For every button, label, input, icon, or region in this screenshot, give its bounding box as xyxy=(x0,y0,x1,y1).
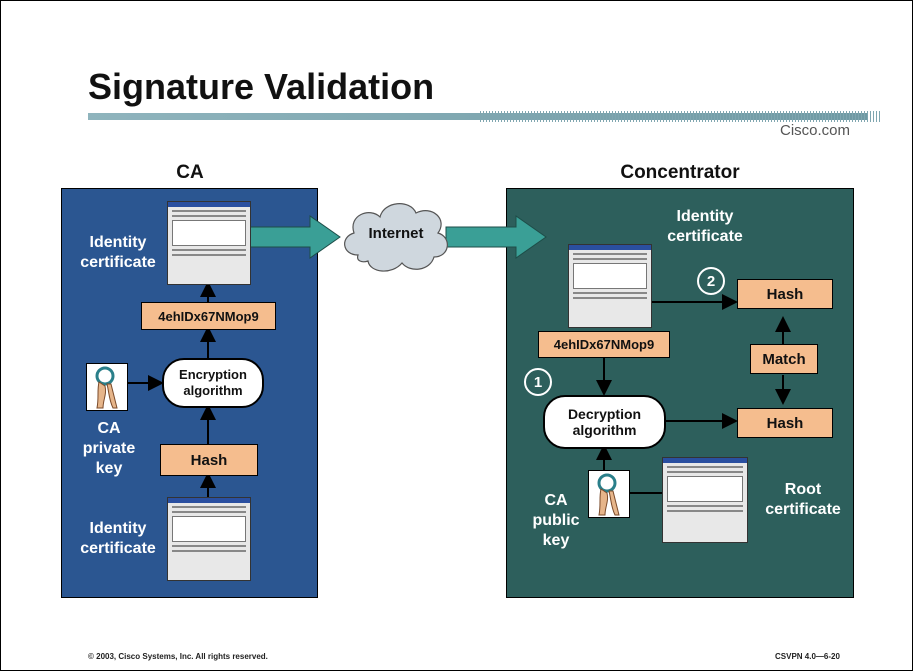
internet-cloud xyxy=(344,203,448,272)
conc-decryption-algorithm: Decryption algorithm xyxy=(543,395,666,449)
concentrator-heading: Concentrator xyxy=(620,162,740,183)
ca-private-key-icon xyxy=(86,363,128,411)
course-code-footer: CSVPN 4.0—6-20 xyxy=(775,652,840,661)
conc-public-key-label: CA public key xyxy=(532,492,580,549)
copyright-footer: © 2003, Cisco Systems, Inc. All rights r… xyxy=(88,652,268,661)
step-1-badge: 1 xyxy=(524,368,552,396)
match-box: Match xyxy=(750,344,818,374)
ca-encryption-algorithm: Encryption algorithm xyxy=(162,358,264,408)
ca-hash-box: Hash xyxy=(160,444,258,476)
conc-encoded-value: 4ehIDx67NMop9 xyxy=(538,331,670,358)
ca-private-key-label: CA private key xyxy=(82,420,136,477)
internet-label: Internet xyxy=(368,225,424,242)
ca-identity-label-bottom: Identity certificate xyxy=(80,520,156,557)
root-certificate-label: Root certificate xyxy=(765,481,841,518)
arrow-internet-to-concentrator xyxy=(445,215,547,259)
slide-title: Signature Validation xyxy=(88,66,435,107)
title-rule-stripes xyxy=(480,111,880,122)
root-certificate xyxy=(662,457,748,543)
ca-identity-certificate-bottom xyxy=(167,497,251,581)
ca-heading: CA xyxy=(176,162,204,183)
brand-label: Cisco.com xyxy=(780,122,851,139)
ca-encoded-value: 4ehIDx67NMop9 xyxy=(141,302,276,330)
arrow-ca-to-internet xyxy=(249,215,341,259)
step-2-badge: 2 xyxy=(697,267,725,295)
conc-hash-bottom: Hash xyxy=(737,408,833,438)
title-rule xyxy=(88,113,868,120)
ca-identity-label-top: Identity certificate xyxy=(80,234,156,271)
conc-hash-top: Hash xyxy=(737,279,833,309)
conc-identity-label: Identity certificate xyxy=(667,208,743,245)
ca-identity-certificate-top xyxy=(167,201,251,285)
ca-public-key-icon xyxy=(588,470,630,518)
conc-identity-certificate xyxy=(568,244,652,328)
